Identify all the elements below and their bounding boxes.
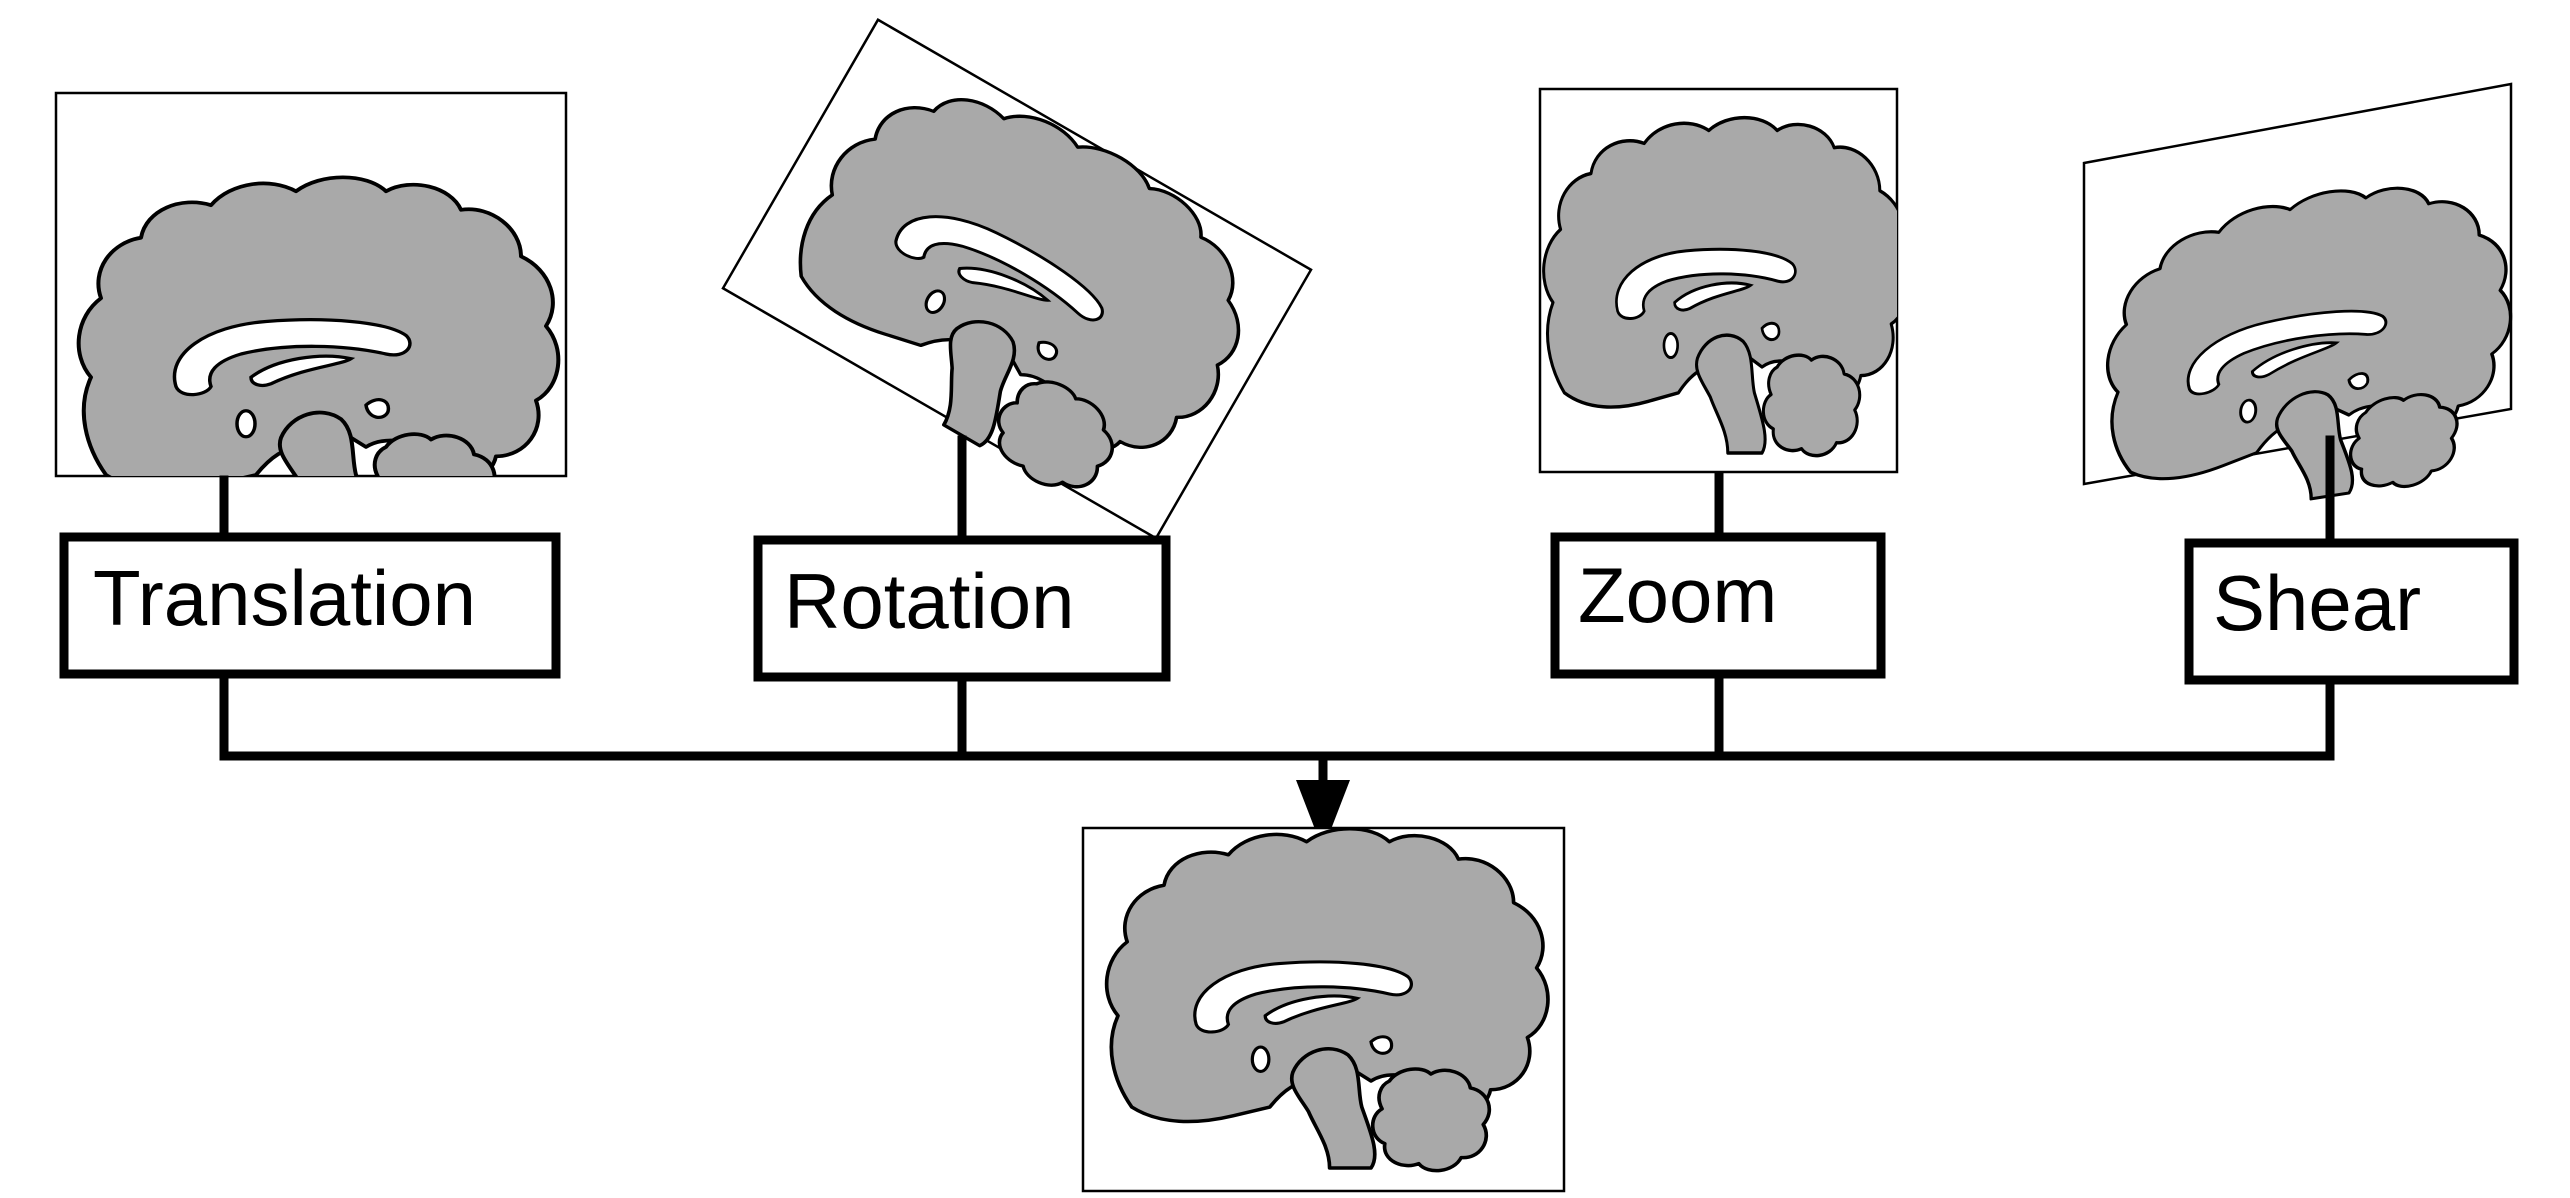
output-brain-image bbox=[1104, 828, 1550, 1173]
rotation-label: Rotation bbox=[784, 557, 1075, 645]
shear-label-box bbox=[2184, 538, 2519, 685]
translation-brain-image bbox=[76, 175, 561, 476]
shear-label: Shear bbox=[2213, 559, 2421, 647]
shear-panel: Shear bbox=[2082, 82, 2519, 761]
translation-panel: Translation bbox=[54, 91, 568, 761]
translation-label: Translation bbox=[93, 554, 476, 642]
rotation-panel: Rotation bbox=[721, 18, 1313, 761]
zoom-brain-image bbox=[1541, 115, 1897, 458]
output-panel bbox=[1081, 826, 1566, 1193]
merge-arrow-head bbox=[1296, 780, 1350, 850]
zoom-label: Zoom bbox=[1578, 551, 1777, 639]
rotation-brain-image bbox=[721, 18, 1313, 540]
translation-label-box bbox=[59, 532, 561, 679]
zoom-panel: Zoom bbox=[1538, 87, 1899, 761]
